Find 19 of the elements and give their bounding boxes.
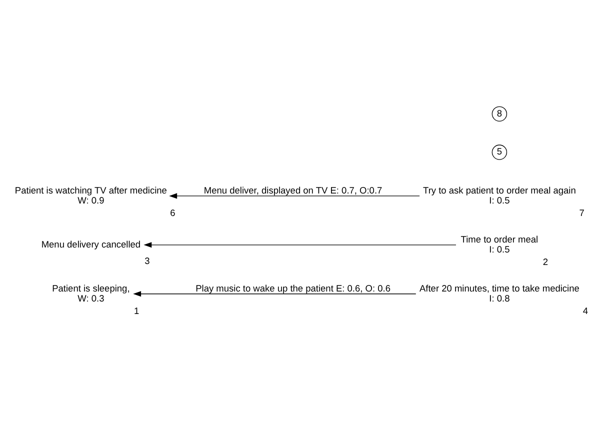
node-text: Menu delivery cancelled bbox=[41, 239, 141, 250]
node-text: Patient is watching TV after medicine W: 0.9 bbox=[14, 185, 167, 206]
node-label: 2 bbox=[542, 256, 548, 267]
node-label: 6 bbox=[170, 208, 176, 218]
arrow bbox=[133, 291, 416, 297]
node-label: 3 bbox=[144, 256, 150, 266]
edge-label: Menu deliver, displayed on TV E: 0.7, O:0.7 bbox=[204, 185, 382, 196]
label: 5 bbox=[496, 146, 502, 157]
label: 8 bbox=[496, 108, 502, 118]
edge-label: Play music to wake up the patient E: 0.6, O: 0.6 bbox=[196, 283, 390, 294]
arrow bbox=[144, 242, 456, 248]
node-text: Patient is sleeping, W: 0.3 bbox=[52, 283, 130, 304]
node-label: 7 bbox=[579, 208, 584, 218]
node-text: After 20 minutes, time to take medicine I: 0.8 bbox=[420, 283, 580, 304]
node-text: Try to ask patient to order meal again I: 0.5 bbox=[423, 185, 576, 206]
arrow bbox=[169, 193, 420, 199]
node-label: 1 bbox=[134, 306, 140, 316]
node-text: Time to order meal I: 0.5 bbox=[460, 234, 538, 254]
node-label: 4 bbox=[582, 306, 588, 316]
